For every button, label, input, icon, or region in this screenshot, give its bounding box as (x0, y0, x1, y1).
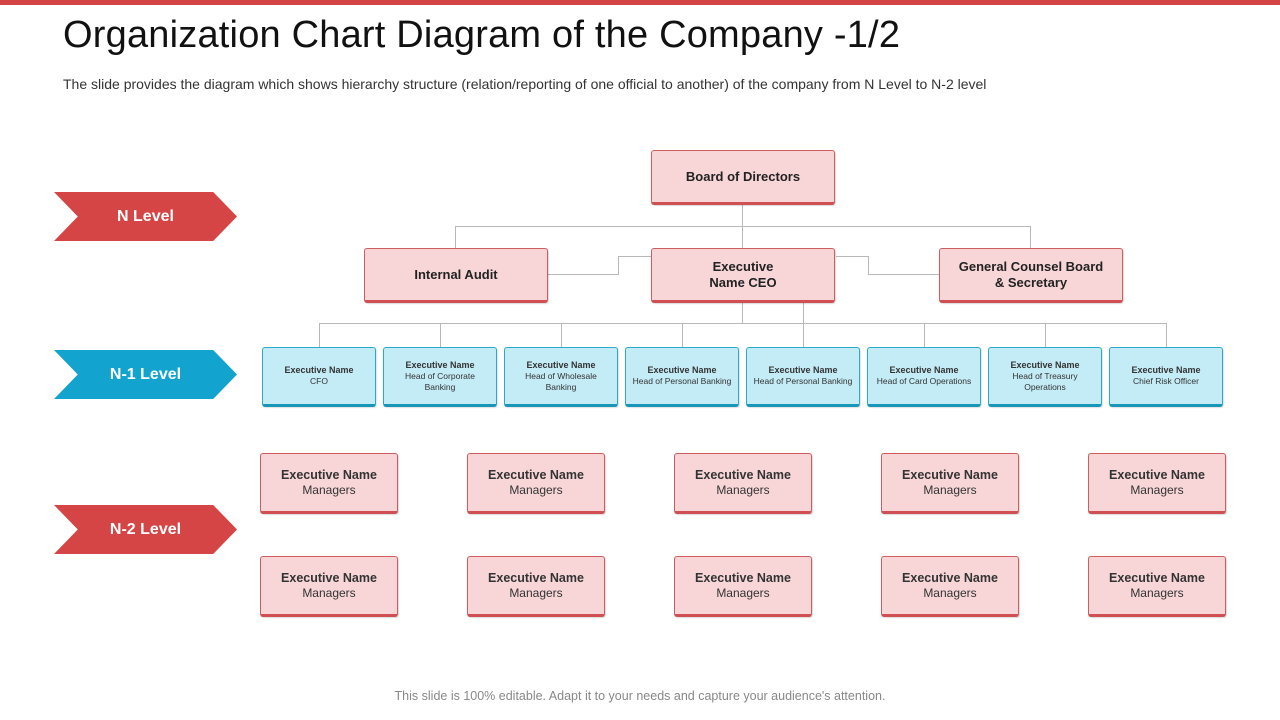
board-of-directors-box: Board of Directors (651, 150, 835, 205)
n-level-arrow: N Level (54, 192, 237, 241)
page-subtitle: The slide provides the diagram which sho… (63, 76, 987, 92)
footer-note: This slide is 100% editable. Adapt it to… (394, 689, 886, 703)
ceo-box: Executive Name CEO (651, 248, 835, 303)
connector-ceo-counsel (836, 256, 939, 275)
page-title: Organization Chart Diagram of the Compan… (63, 14, 901, 56)
general-counsel-box: General Counsel Board & Secretary (939, 248, 1123, 303)
top-accent-bar (0, 0, 1280, 5)
n1-level-arrow: N-1 Level (54, 350, 237, 399)
internal-audit-box: Internal Audit (364, 248, 548, 303)
n2-level-arrow: N-2 Level (54, 505, 237, 554)
connector-ceo-audit (548, 256, 651, 275)
